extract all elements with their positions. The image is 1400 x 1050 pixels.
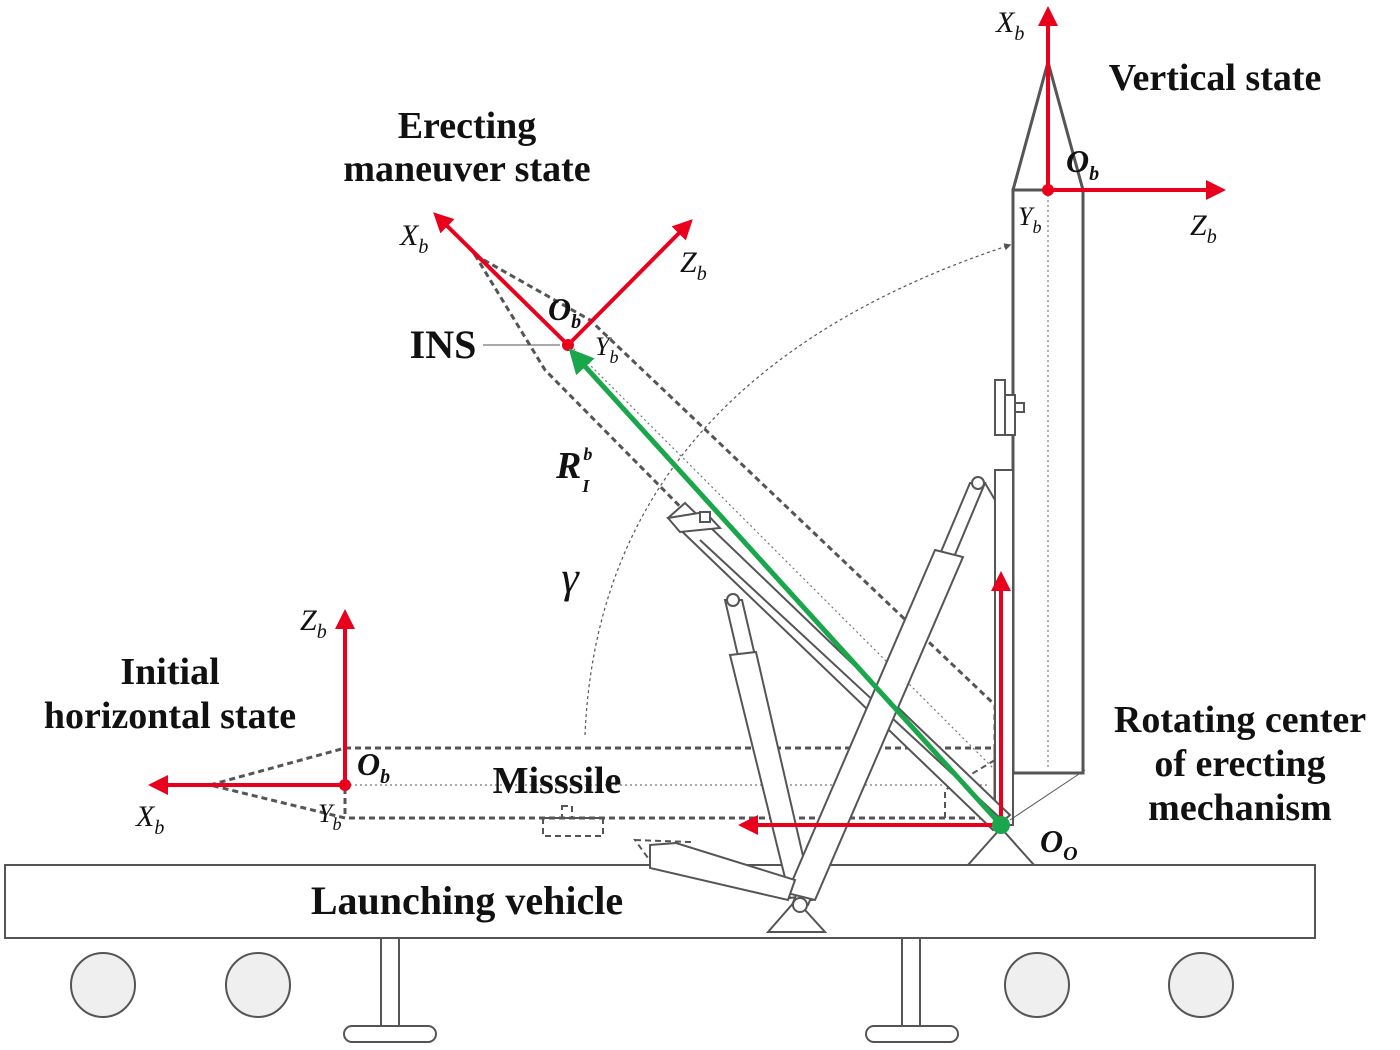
initial-title-line1: Initial bbox=[120, 651, 219, 693]
vertical-z-axis-label: Zb bbox=[1190, 209, 1217, 248]
initial-state-axes bbox=[148, 609, 355, 795]
rotating-center-leader bbox=[1009, 769, 1086, 821]
vertical-state-axes bbox=[1038, 6, 1226, 200]
gamma-label: γ bbox=[561, 553, 580, 602]
initial-z-axis-label: Zb bbox=[300, 604, 327, 643]
initial-title-line2: horizontal state bbox=[44, 695, 296, 737]
erecting-title-line1: Erecting bbox=[398, 105, 537, 147]
vertical-x-axis-label: Xb bbox=[995, 6, 1024, 45]
vertical-state-title: Vertical state bbox=[1109, 57, 1322, 99]
rotating-title-line2: of erecting bbox=[1154, 743, 1325, 785]
vertical-y-axis-label: Yb bbox=[1018, 202, 1041, 237]
rotating-title-line3: mechanism bbox=[1148, 787, 1332, 829]
ins-label: INS bbox=[410, 322, 477, 367]
rotating-origin-label: OO bbox=[1040, 823, 1078, 865]
rotating-center-axes bbox=[738, 571, 1011, 835]
initial-x-axis-label: Xb bbox=[135, 800, 164, 839]
vertical-origin-label: Ob bbox=[1066, 143, 1099, 185]
cylinder-support bbox=[765, 898, 828, 933]
launching-vehicle bbox=[4, 864, 1316, 1043]
rotating-center-point bbox=[992, 816, 1010, 834]
rotating-title-line1: Rotating center bbox=[1114, 699, 1366, 741]
missile-label: Misssile bbox=[493, 760, 622, 802]
erecting-state-axes bbox=[433, 212, 693, 351]
erecting-origin-label: Ob bbox=[548, 291, 581, 333]
erecting-y-axis-label: Yb bbox=[595, 332, 618, 367]
erecting-x-axis-label: Xb bbox=[399, 219, 428, 258]
vertical-missile bbox=[994, 56, 1085, 826]
initial-origin-label: Ob bbox=[357, 746, 390, 788]
initial-y-axis-label: Yb bbox=[318, 799, 341, 834]
pivot-support bbox=[965, 826, 1037, 866]
gamma-arc bbox=[584, 243, 1012, 736]
launching-vehicle-label: Launching vehicle bbox=[311, 878, 623, 923]
erecting-title-line2: maneuver state bbox=[343, 148, 590, 190]
erecting-z-axis-label: Zb bbox=[680, 246, 707, 285]
position-vector bbox=[568, 348, 1003, 827]
